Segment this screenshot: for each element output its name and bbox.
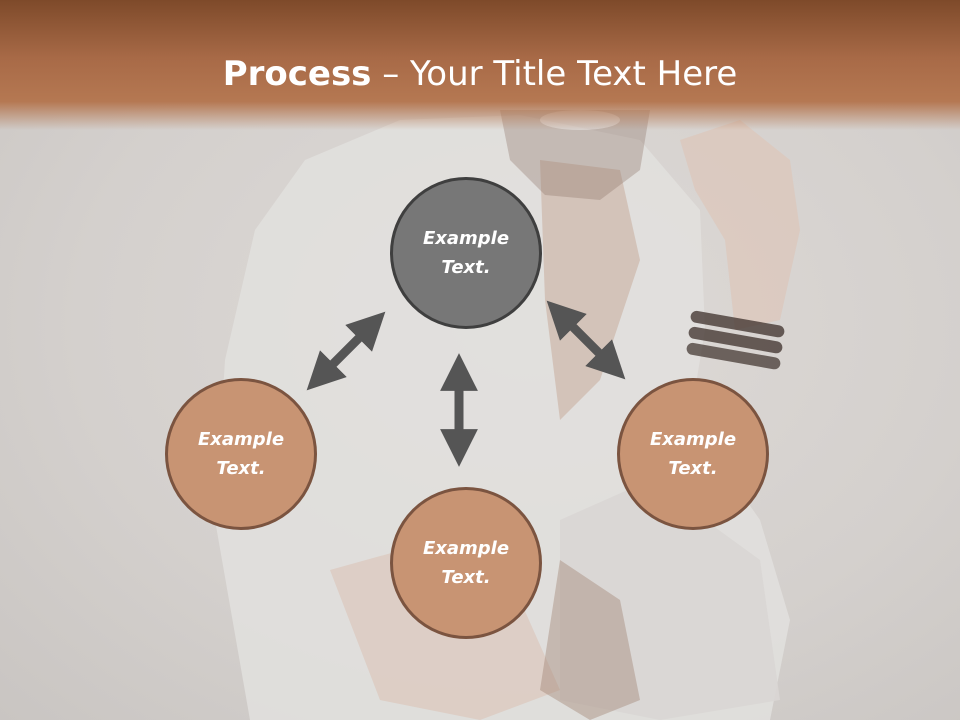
title-bold: Process (222, 54, 372, 94)
process-node-right[interactable]: Example Text. (617, 378, 769, 530)
process-node-left[interactable]: Example Text. (165, 378, 317, 530)
process-node-bottom[interactable]: Example Text. (390, 487, 542, 639)
node-top-label: Example Text. (422, 228, 510, 278)
process-node-top[interactable]: Example Text. (390, 177, 542, 329)
arrow-top-right (546, 300, 626, 380)
node-left-label: Example Text. (197, 429, 285, 479)
node-right-label: Example Text. (649, 429, 737, 479)
arrow-top-left (306, 311, 386, 391)
node-bottom-label: Example Text. (422, 538, 510, 588)
slide-title: Process – Your Title Text Here (0, 52, 960, 96)
title-bar (0, 0, 960, 130)
title-rest: – Your Title Text Here (371, 54, 738, 94)
